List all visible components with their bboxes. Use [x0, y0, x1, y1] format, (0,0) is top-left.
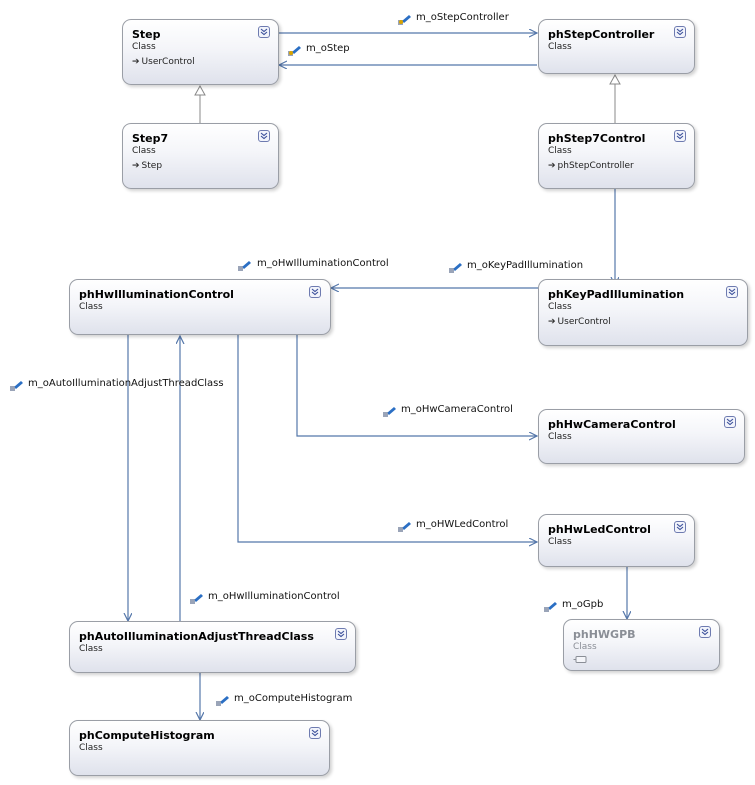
class-box-hw-led-control[interactable]: phHwLedControl Class: [538, 514, 695, 567]
collapse-chevron-icon[interactable]: [674, 26, 686, 38]
base-class-label: Step: [141, 161, 163, 171]
base-class-label: UserControl: [141, 57, 195, 67]
class-kind: Class: [132, 42, 156, 52]
collapse-chevron-icon[interactable]: [309, 286, 321, 298]
class-box-step7-control[interactable]: phStep7Control Class ➔phStepController: [538, 123, 695, 189]
assoc-line-camera: [296, 335, 537, 436]
class-box-keypad-illumination[interactable]: phKeyPadIllumination Class ➔UserControl: [538, 279, 748, 346]
assoc-label-keypad: m_oKeyPadIllumination: [467, 260, 584, 271]
class-kind: Class: [548, 146, 572, 156]
class-name: phComputeHistogram: [79, 729, 215, 742]
inherits-arrow-icon: ➔: [132, 161, 140, 171]
class-kind: Class: [573, 642, 597, 652]
class-name: phAutoIlluminationAdjustThreadClass: [79, 630, 314, 643]
collapse-chevron-icon[interactable]: [699, 626, 711, 638]
class-box-auto-illumination[interactable]: phAutoIlluminationAdjustThreadClass Clas…: [69, 621, 356, 673]
class-box-step[interactable]: Step Class ➔UserControl: [122, 19, 279, 85]
class-name: Step7: [132, 132, 169, 145]
assoc-label-camera: m_oHwCameraControl: [401, 404, 513, 415]
class-name: phStepController: [548, 28, 655, 41]
class-box-hw-camera-control[interactable]: phHwCameraControl Class: [538, 409, 745, 464]
class-base: ➔UserControl: [548, 317, 611, 327]
base-class-label: phStepController: [557, 161, 634, 171]
class-kind: Class: [79, 743, 103, 753]
class-box-hw-illumination-control[interactable]: phHwIlluminationControl Class: [69, 279, 331, 335]
collapse-chevron-icon[interactable]: [726, 286, 738, 298]
property-key-icon: [288, 42, 302, 61]
class-box-step7[interactable]: Step7 Class ➔Step: [122, 123, 279, 189]
collapse-chevron-icon[interactable]: [258, 130, 270, 142]
inherit-triangle-step: [194, 84, 206, 96]
property-key-icon: [190, 590, 204, 609]
property-key-icon: [398, 11, 412, 30]
class-box-hwgpb[interactable]: phHWGPB Class: [563, 619, 720, 671]
property-key-icon: [383, 403, 397, 422]
class-kind: Class: [79, 302, 103, 312]
inherits-arrow-icon: ➔: [548, 317, 556, 327]
class-kind: Class: [548, 432, 572, 442]
class-name: Step: [132, 28, 161, 41]
class-base: ➔UserControl: [132, 57, 195, 67]
collapsed-members-icon: [573, 656, 587, 666]
inherits-arrow-icon: ➔: [548, 161, 556, 171]
class-kind: Class: [548, 537, 572, 547]
class-base: ➔phStepController: [548, 161, 634, 171]
class-name: phHwIlluminationControl: [79, 288, 234, 301]
inherit-triangle-stepcontroller: [609, 73, 621, 85]
collapse-chevron-icon[interactable]: [674, 130, 686, 142]
assoc-label-step-controller: m_oStepController: [416, 12, 509, 23]
inherits-arrow-icon: ➔: [132, 57, 140, 67]
class-name: phHwCameraControl: [548, 418, 676, 431]
property-key-icon: [238, 257, 252, 276]
assoc-label-gpb: m_oGpb: [562, 599, 604, 610]
collapse-chevron-icon[interactable]: [258, 26, 270, 38]
property-key-icon: [10, 377, 24, 396]
class-box-compute-histogram[interactable]: phComputeHistogram Class: [69, 720, 330, 776]
class-name: phHWGPB: [573, 628, 636, 641]
class-name: phKeyPadIllumination: [548, 288, 685, 301]
assoc-label-auto-adjust: m_oAutoIlluminationAdjustThreadClass: [28, 378, 224, 389]
property-key-icon: [449, 259, 463, 278]
collapse-chevron-icon[interactable]: [674, 521, 686, 533]
class-kind: Class: [132, 146, 156, 156]
class-box-step-controller[interactable]: phStepController Class: [538, 19, 695, 74]
class-name: phStep7Control: [548, 132, 646, 145]
property-key-icon: [216, 692, 230, 711]
assoc-label-step: m_oStep: [306, 43, 350, 54]
assoc-label-hw-illumination-bottom: m_oHwIlluminationControl: [208, 591, 340, 602]
collapse-chevron-icon[interactable]: [724, 416, 736, 428]
assoc-line-led: [237, 335, 537, 542]
assoc-label-led: m_oHWLedControl: [416, 519, 509, 530]
collapse-chevron-icon[interactable]: [335, 628, 347, 640]
assoc-label-hw-illumination-top: m_oHwIlluminationControl: [257, 258, 389, 269]
collapse-chevron-icon[interactable]: [309, 727, 321, 739]
property-key-icon: [544, 598, 558, 617]
class-kind: Class: [548, 42, 572, 52]
class-base: ➔Step: [132, 161, 162, 171]
assoc-label-histogram: m_oComputeHistogram: [234, 693, 353, 704]
property-key-icon: [398, 518, 412, 537]
class-name: phHwLedControl: [548, 523, 651, 536]
class-kind: Class: [548, 302, 572, 312]
class-kind: Class: [79, 644, 103, 654]
base-class-label: UserControl: [557, 317, 611, 327]
